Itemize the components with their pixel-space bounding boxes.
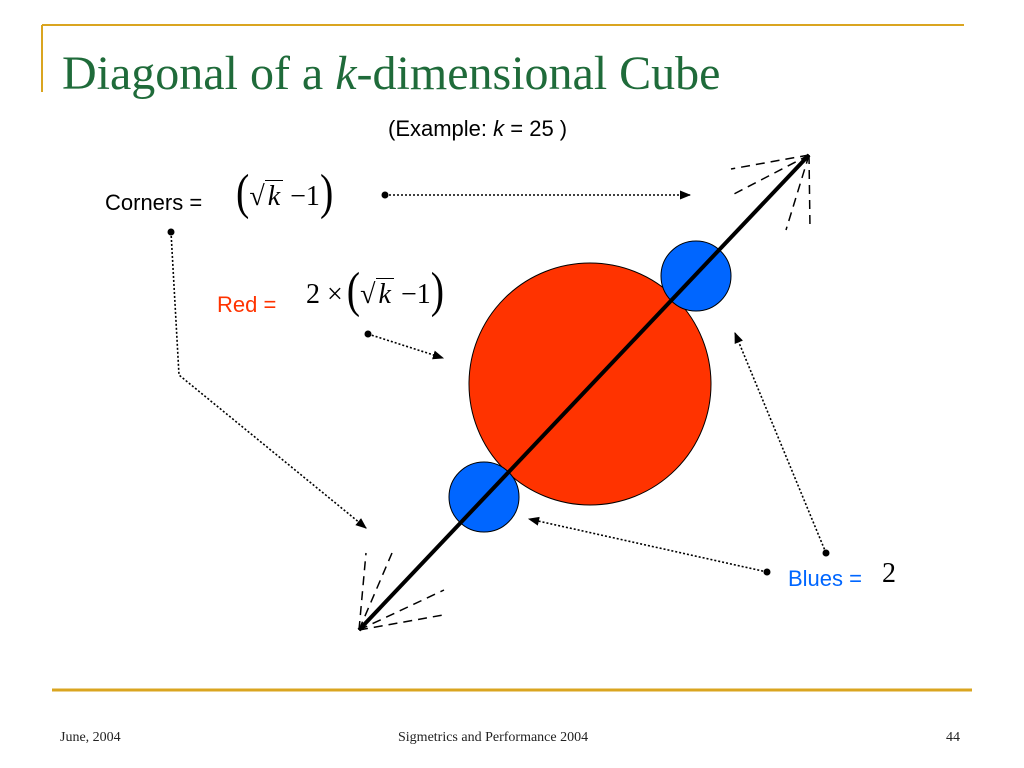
subtitle-prefix: (Example: xyxy=(388,116,494,141)
blues-dot-up xyxy=(822,549,830,557)
footer-page-number: 44 xyxy=(946,730,960,745)
blues-label: Blues = xyxy=(788,566,862,591)
red-radical: √ xyxy=(360,279,376,310)
ray-upper-3 xyxy=(785,154,810,231)
corners-dot-down xyxy=(167,228,175,236)
red-minus-one: −1 xyxy=(393,279,431,310)
subtitle-suffix: = 25 ) xyxy=(504,116,568,141)
title-variable: k xyxy=(335,47,357,100)
ray-upper-2 xyxy=(733,154,810,195)
ray-upper-4 xyxy=(808,154,811,229)
subtitle: (Example: k = 25 ) xyxy=(388,116,567,142)
footer-date: June, 2004 xyxy=(60,730,121,745)
slide-title: Diagonal of a k-dimensional Cube xyxy=(62,50,720,98)
blues-dot-left xyxy=(763,568,771,576)
red-close-paren: ) xyxy=(430,261,445,318)
ray-lower-2 xyxy=(358,552,393,631)
red-arrow xyxy=(367,333,445,360)
corners-close-paren: ) xyxy=(319,163,334,220)
red-factor: 2 × xyxy=(306,279,343,310)
corner-rays-lower xyxy=(358,552,445,631)
corners-formula: (√k −1) xyxy=(236,163,333,219)
blues-formula: 2 xyxy=(882,558,896,589)
title-part-1: Diagonal of a xyxy=(62,47,336,100)
corners-radical: √ xyxy=(249,181,265,212)
footer-conference: Sigmetrics and Performance 2004 xyxy=(398,730,589,745)
blues-arrow-left xyxy=(527,516,768,573)
red-dot xyxy=(364,330,372,338)
corners-arrow-down xyxy=(170,231,367,529)
cube-diagonal xyxy=(357,153,811,632)
red-variable: k xyxy=(375,278,394,310)
red-formula: 2 × (√k −1) xyxy=(306,261,444,317)
red-open-paren: ( xyxy=(346,261,361,318)
corners-variable: k xyxy=(264,180,284,212)
corners-minus-one: −1 xyxy=(283,181,320,212)
corners-open-paren: ( xyxy=(236,163,250,220)
corners-label: Corners = xyxy=(105,190,203,215)
corners-dot-right xyxy=(381,191,389,199)
red-label: Red = xyxy=(217,292,277,317)
title-part-2: -dimensional Cube xyxy=(356,47,721,100)
subtitle-variable: k xyxy=(493,116,505,141)
ray-lower-1 xyxy=(358,552,367,631)
blues-arrow-up xyxy=(734,331,827,554)
corner-rays-upper xyxy=(730,154,811,231)
ray-upper-1 xyxy=(730,154,810,170)
ray-lower-3 xyxy=(358,589,445,631)
